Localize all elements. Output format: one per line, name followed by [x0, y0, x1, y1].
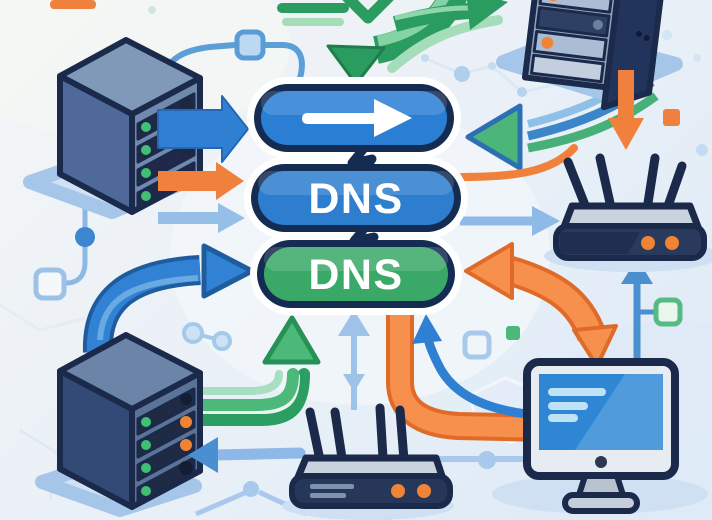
- dns-label-blue: DNS: [308, 175, 403, 223]
- green-node-square: [653, 297, 683, 327]
- orange-square-decoration: [663, 109, 680, 126]
- circuit-node-dot: [75, 227, 95, 247]
- dns-pill-blue: [258, 171, 454, 225]
- orange-double-arrow-icon: [464, 242, 618, 368]
- network-dot: [454, 66, 470, 82]
- led-orange: [665, 236, 679, 250]
- led-orange: [391, 484, 405, 498]
- circuit-node-square: [234, 29, 266, 61]
- orange-flow-band: [386, 304, 546, 442]
- orange-connector-line: [458, 144, 578, 181]
- monitor-camera-dot: [595, 456, 607, 468]
- router-antennas: [563, 153, 687, 211]
- orange-down-arrow-icon: [608, 70, 644, 150]
- green-corner-arrow-icon: [392, 0, 508, 32]
- circuit-node-square: [33, 267, 67, 301]
- arrow-right-icon: [302, 99, 412, 137]
- router-antennas: [305, 403, 409, 465]
- screen-text-line: [548, 414, 578, 422]
- desktop-monitor-icon: [492, 358, 708, 514]
- led-orange: [541, 36, 554, 49]
- network-dot: [517, 87, 527, 97]
- dns-label-green: DNS: [308, 251, 403, 299]
- blue-up-arrow-icon: [412, 314, 550, 421]
- server-rack-bottom-left-icon: [57, 332, 203, 510]
- lightblue-arrow-right-icon: [158, 203, 245, 233]
- screen-text-line: [548, 388, 606, 396]
- blue-left-arrow-icon: [188, 437, 306, 473]
- green-line-decorations: [277, 0, 503, 73]
- network-dot: [421, 54, 429, 62]
- screen-text-line: [548, 402, 588, 410]
- dns-pill-green: [264, 247, 448, 301]
- green-square-decoration: [506, 326, 520, 340]
- lightblue-square-decoration: [462, 330, 492, 360]
- network-dot: [488, 62, 496, 70]
- orange-bar-decoration: [50, 0, 96, 9]
- orange-arrow-right-icon: [158, 162, 244, 200]
- server-rack-top-left-icon: [57, 37, 203, 215]
- circuit-line-left: [33, 200, 232, 351]
- wireless-router-bottom-icon: [282, 403, 454, 520]
- wireless-router-right-icon: [544, 153, 712, 272]
- lightblue-up-arrow-icon: [338, 310, 370, 410]
- led-orange: [641, 236, 655, 250]
- pill-stack: DNS DNS: [244, 77, 468, 315]
- server-leds: [141, 393, 193, 496]
- lightblue-arrow-to-router-icon: [460, 206, 560, 236]
- blue-curved-arrow-icon: [82, 243, 255, 353]
- blue-arrow-right-icon: [157, 95, 249, 163]
- green-up-arrow-icon: [190, 315, 321, 426]
- led-orange: [417, 484, 431, 498]
